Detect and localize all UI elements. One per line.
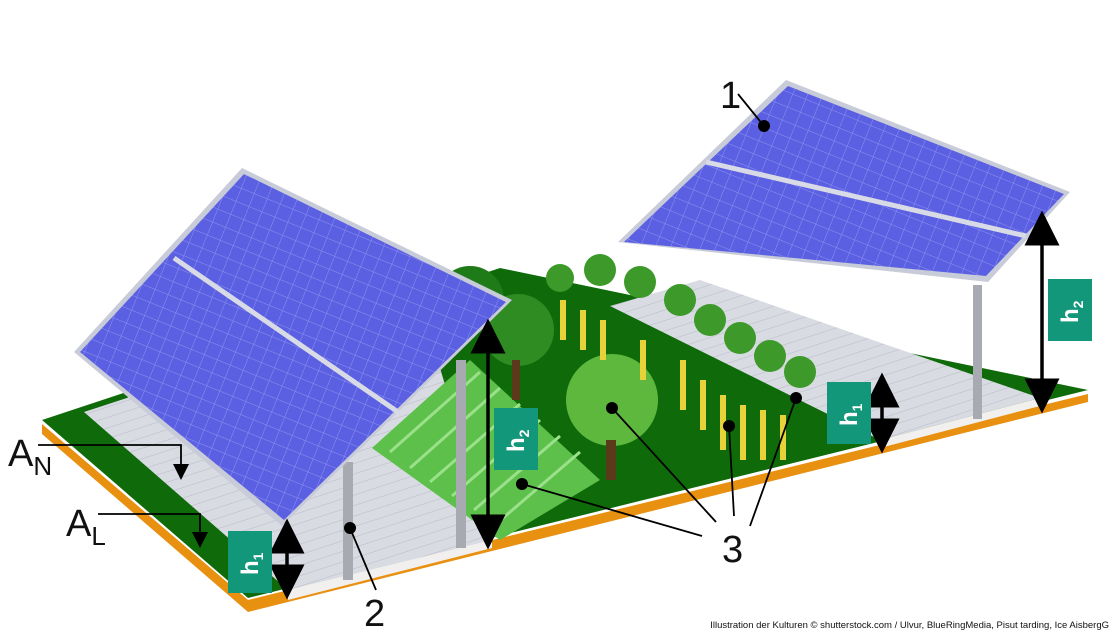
- h2-sub: 2: [516, 429, 532, 437]
- leader-lines: [38, 93, 797, 591]
- svg-text:h2: h2: [503, 429, 532, 452]
- label-crops: 3: [722, 529, 743, 571]
- support-post: [343, 462, 353, 580]
- label-module: 1: [720, 75, 741, 117]
- h1-main: h: [836, 411, 863, 426]
- al-main: A: [66, 503, 92, 545]
- svg-text:h1: h1: [237, 552, 266, 575]
- leader-dots: [344, 120, 802, 534]
- label-support: 2: [364, 593, 385, 633]
- pointer-arrows: [173, 464, 208, 548]
- h2-main: h: [503, 437, 530, 452]
- support-post: [456, 360, 466, 548]
- h1-sub: 1: [849, 403, 865, 411]
- h1-box-left: h1: [228, 531, 272, 593]
- support-posts: [343, 285, 982, 580]
- h1-main: h: [237, 560, 264, 575]
- pv-array-left: [74, 168, 512, 526]
- h1-box-right: h1: [827, 382, 871, 444]
- label-al: AL: [66, 503, 106, 551]
- image-credit: Illustration der Kulturen © shutterstock…: [710, 620, 1109, 631]
- svg-text:h1: h1: [836, 403, 865, 426]
- h1-sub: 1: [250, 552, 266, 560]
- al-sub: L: [91, 521, 105, 551]
- pv-array-right: [618, 80, 1070, 282]
- height-arrows: [269, 210, 1060, 600]
- h2-main: h: [1057, 308, 1084, 323]
- support-post: [973, 285, 982, 419]
- h2-box-left: h2: [494, 408, 538, 470]
- svg-text:h2: h2: [1057, 300, 1086, 323]
- label-an: AN: [8, 433, 52, 481]
- an-main: A: [8, 433, 34, 475]
- an-sub: N: [33, 451, 52, 481]
- h2-sub: 2: [1070, 300, 1086, 308]
- h2-box-right: h2: [1048, 279, 1092, 341]
